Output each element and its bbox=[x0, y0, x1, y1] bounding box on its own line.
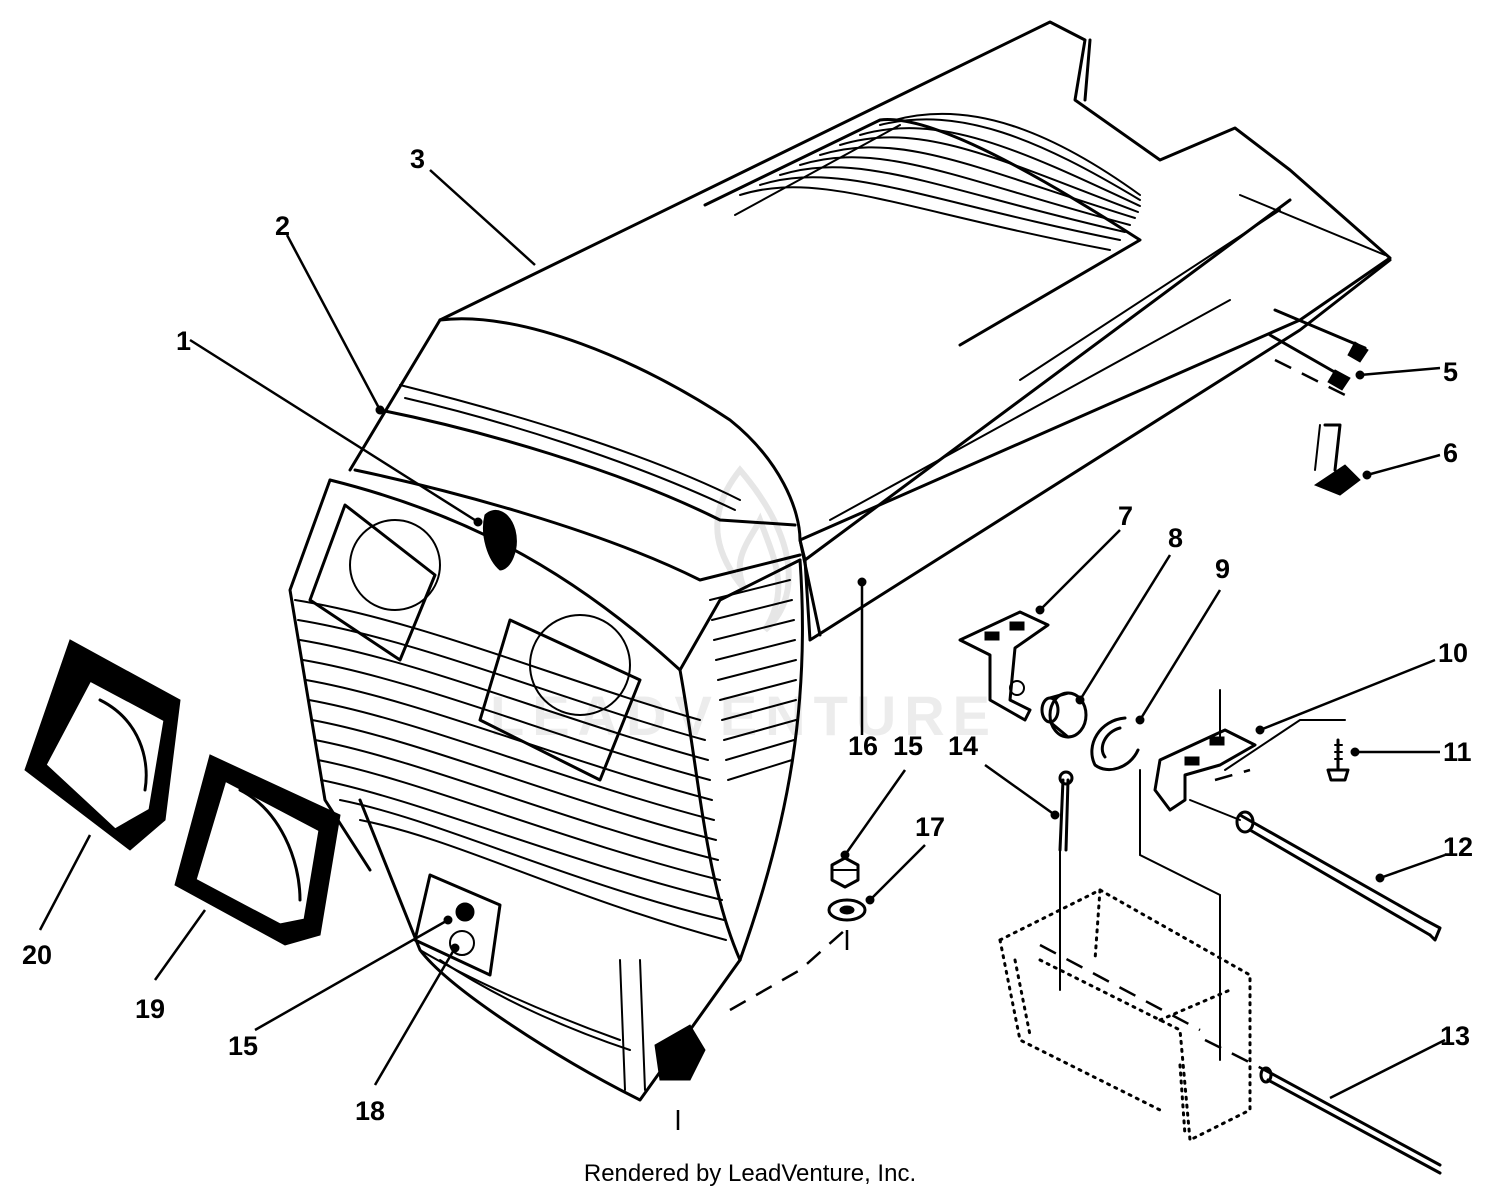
callout-7: 7 bbox=[1118, 501, 1133, 531]
hood-emblem bbox=[483, 510, 517, 571]
callout-9: 9 bbox=[1215, 554, 1230, 584]
headlight-left bbox=[308, 503, 441, 662]
callout-15-left: 15 bbox=[228, 1031, 258, 1061]
pivot-rod-13 bbox=[1259, 1066, 1442, 1175]
washer-17 bbox=[827, 898, 867, 922]
callout-11: 11 bbox=[1443, 737, 1472, 767]
callout-1: 1 bbox=[176, 326, 191, 356]
callout-2: 2 bbox=[275, 211, 290, 241]
callout-numbers: 1 2 3 5 6 7 8 9 10 11 12 13 14 15 15 16 … bbox=[22, 144, 1473, 1126]
grille-insert-19 bbox=[174, 754, 341, 946]
callout-17: 17 bbox=[915, 812, 945, 842]
callout-20: 20 bbox=[22, 940, 52, 970]
hood-latch-knob bbox=[654, 1024, 706, 1081]
hinge-bracket-7 bbox=[958, 610, 1050, 722]
hood-louver-vents bbox=[703, 112, 1142, 347]
hood-pivot-pins-5 bbox=[1268, 308, 1369, 391]
callout-12: 12 bbox=[1443, 832, 1473, 862]
callout-6: 6 bbox=[1443, 438, 1458, 468]
hinge-bracket-10 bbox=[1153, 689, 1257, 812]
hood-assembly bbox=[288, 20, 1392, 1102]
callout-10: 10 bbox=[1438, 638, 1468, 668]
callout-8: 8 bbox=[1168, 523, 1183, 553]
grille-slats bbox=[294, 579, 797, 941]
callout-5: 5 bbox=[1443, 357, 1458, 387]
callout-15-right: 15 bbox=[893, 731, 923, 761]
callout-14: 14 bbox=[948, 731, 978, 761]
grille-insert-20 bbox=[24, 639, 181, 851]
retaining-ring-9 bbox=[1090, 716, 1140, 771]
pivot-shaft-12 bbox=[1235, 810, 1442, 942]
callout-16: 16 bbox=[848, 731, 878, 761]
bushing-8 bbox=[1040, 691, 1088, 739]
front-mount-bracket bbox=[413, 873, 502, 977]
cotter-pin-14 bbox=[1058, 770, 1074, 852]
nut-15 bbox=[830, 856, 860, 889]
callout-13: 13 bbox=[1440, 1021, 1470, 1051]
callout-leaders bbox=[38, 169, 1446, 1130]
frame-mount-reference bbox=[998, 888, 1252, 1142]
watermark-flame-logo bbox=[714, 465, 792, 633]
screw-11 bbox=[1326, 738, 1350, 782]
headlight-right bbox=[478, 614, 642, 782]
callout-3: 3 bbox=[410, 144, 425, 174]
hood-latch-6 bbox=[1313, 423, 1361, 496]
render-credit: Rendered by LeadVenture, Inc. bbox=[583, 1160, 917, 1187]
callout-18: 18 bbox=[355, 1096, 385, 1126]
callout-19: 19 bbox=[135, 994, 165, 1024]
